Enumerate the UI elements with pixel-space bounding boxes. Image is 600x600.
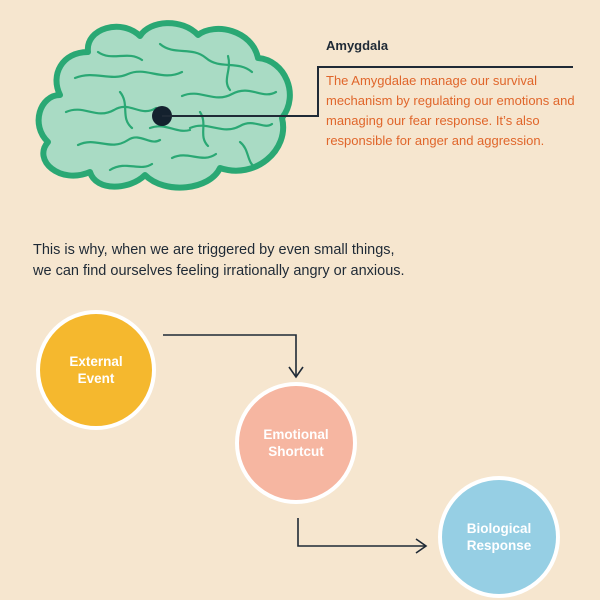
arrowhead-emotional <box>288 366 304 379</box>
amygdala-title: Amygdala <box>326 38 389 53</box>
emotional-shortcut-node: Emotional Shortcut <box>235 382 357 504</box>
arrowhead-biological <box>415 538 428 554</box>
emotional-shortcut-label-1: Emotional <box>263 427 329 442</box>
amygdala-description: The Amygdalae manage our survival mechan… <box>326 73 575 148</box>
intro-line-1: This is why, when we are triggered by ev… <box>33 242 395 258</box>
intro-line-2: we can find ourselves feeling irrational… <box>33 263 405 279</box>
arrow-external-to-emotional <box>163 334 297 376</box>
biological-response-label-1: Biological <box>466 521 532 536</box>
flow-arrows <box>163 334 428 554</box>
external-event-label-2: Event <box>77 371 115 386</box>
biological-response-node: Biological Response <box>438 476 560 598</box>
emotional-shortcut-label-2: Shortcut <box>268 444 324 459</box>
external-event-node: External Event <box>36 310 156 430</box>
amygdala-pointer-line <box>162 66 573 117</box>
brain-illustration <box>35 20 293 191</box>
intro-text: This is why, when we are triggered by ev… <box>33 240 573 282</box>
external-event-label-1: External <box>69 354 123 369</box>
arrow-emotional-to-biological <box>297 518 425 547</box>
biological-response-label-2: Response <box>466 538 532 553</box>
